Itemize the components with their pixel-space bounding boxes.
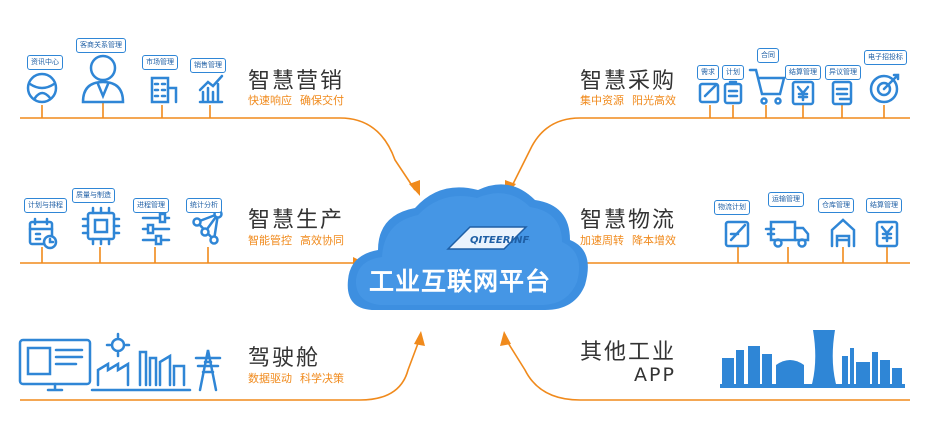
cockpit-subtitle: 数据驱动科学决策 xyxy=(248,370,352,386)
tag-contract: 合同 xyxy=(757,48,779,63)
sub-text: 阳光高效 xyxy=(632,94,676,107)
sub-text: 加速周转 xyxy=(580,234,624,247)
edit-icon xyxy=(698,82,720,104)
production-title: 智慧生产 xyxy=(248,208,345,233)
tag-plan: 计划 xyxy=(722,65,744,80)
logistics-subtitle: 加速周转降本增效 xyxy=(580,232,684,248)
logo-text: QITEERINFO xyxy=(470,235,530,246)
sub-text: 数据驱动 xyxy=(248,372,292,385)
tag-news-center: 资讯中心 xyxy=(27,55,63,70)
power-tower-icon xyxy=(194,349,222,392)
production-subtitle: 智能管控高效协同 xyxy=(248,232,352,248)
cockpit-title: 驾驶舱 xyxy=(248,346,321,371)
chip-icon xyxy=(81,206,121,246)
clipboard-icon xyxy=(723,80,743,105)
building-icon xyxy=(150,76,178,104)
edit-icon xyxy=(724,220,750,248)
chat-doc-icon xyxy=(831,80,853,106)
tag-e-bidding: 电子招投标 xyxy=(864,50,907,65)
sales-chart-icon xyxy=(198,74,224,104)
warehouse-icon xyxy=(830,218,856,248)
factory-icon xyxy=(90,350,192,392)
truck-icon xyxy=(764,220,810,248)
calendar-clock-icon xyxy=(28,217,58,250)
tag-settlement-2: 结算管理 xyxy=(866,198,902,213)
city-skyline-icon xyxy=(720,330,905,388)
other-app-label: APP xyxy=(634,364,676,386)
sub-text: 确保交付 xyxy=(300,94,344,107)
sliders-icon xyxy=(141,212,171,246)
sub-text: 快速响应 xyxy=(248,94,292,107)
connector-cockpit xyxy=(20,337,421,401)
qiteerinfo-logo: QITEERINFO xyxy=(440,219,538,259)
cart-icon xyxy=(748,68,786,105)
sub-text: 智能管控 xyxy=(248,234,292,247)
dashboard-icon xyxy=(18,338,92,392)
tag-sales-mgmt: 销售管理 xyxy=(190,58,226,73)
tag-demand: 需求 xyxy=(697,65,719,80)
marketing-title: 智慧营销 xyxy=(248,69,345,94)
gear-icon xyxy=(105,332,131,358)
yuan-doc-icon xyxy=(875,220,899,248)
other-title: 其他工业 xyxy=(580,340,677,365)
tag-transport: 运输管理 xyxy=(768,192,804,207)
connector-procurement xyxy=(509,117,910,191)
tag-quality: 质量与制造 xyxy=(72,188,115,203)
procurement-title: 智慧采购 xyxy=(580,69,677,94)
target-icon xyxy=(869,73,900,104)
sub-text: 降本增效 xyxy=(632,234,676,247)
tag-crm: 客商关系管理 xyxy=(76,38,126,53)
globe-icon xyxy=(26,72,58,104)
tag-logistics-plan: 物流计划 xyxy=(714,200,750,215)
sub-text: 集中资源 xyxy=(580,94,624,107)
tag-statistics: 统计分析 xyxy=(186,198,222,213)
logo-mark: QITEERINFO xyxy=(446,226,538,250)
yuan-doc-icon xyxy=(791,80,815,106)
procurement-subtitle: 集中资源阳光高效 xyxy=(580,92,684,108)
tag-settlement: 结算管理 xyxy=(785,65,821,80)
tag-warehouse: 仓库管理 xyxy=(818,198,854,213)
platform-title: 工业互联网平台 xyxy=(368,267,551,296)
marketing-subtitle: 快速响应确保交付 xyxy=(248,92,352,108)
network-icon xyxy=(192,209,223,245)
tag-market-mgmt: 市场管理 xyxy=(142,55,178,70)
tag-progress: 进程管理 xyxy=(133,198,169,213)
connector-other xyxy=(504,337,910,401)
sub-text: 科学决策 xyxy=(300,372,344,385)
tag-dispute: 异议管理 xyxy=(825,65,861,80)
sub-text: 高效协同 xyxy=(300,234,344,247)
logistics-title: 智慧物流 xyxy=(580,208,677,233)
users-icon xyxy=(81,54,125,104)
tag-planning: 计划与排程 xyxy=(24,198,67,213)
connector-marketing xyxy=(20,117,416,191)
